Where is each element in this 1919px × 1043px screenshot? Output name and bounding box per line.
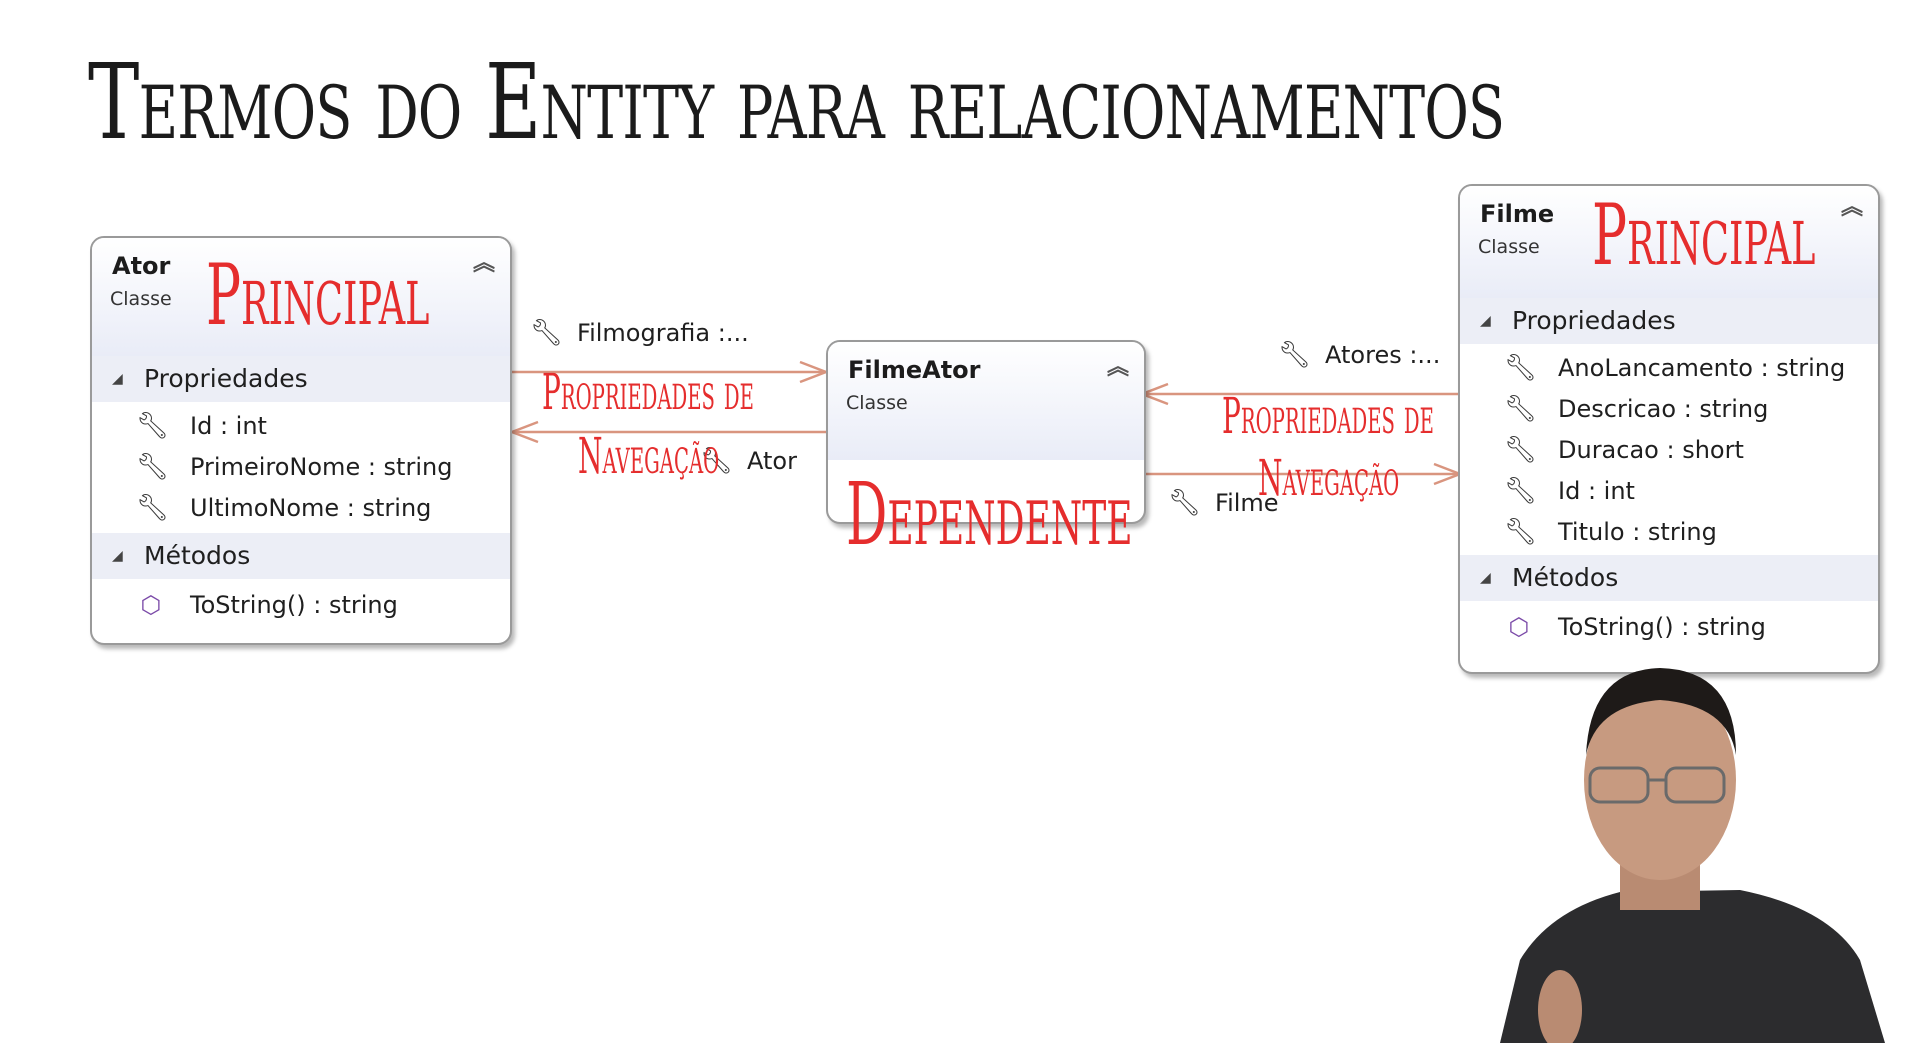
- slide-title: Termos do Entity para relacionamentos: [88, 41, 1505, 163]
- triangle-down-icon[interactable]: ◢: [1480, 570, 1491, 586]
- property-item[interactable]: 🔧︎ Descricao : string: [1460, 389, 1878, 430]
- section-methods-ator[interactable]: ◢ Métodos: [92, 533, 510, 579]
- class-name-ator: Ator: [112, 252, 171, 280]
- wrench-icon: 🔧︎: [136, 411, 170, 441]
- class-box-ator[interactable]: Ator Classe ︽ ◢ Propriedades 🔧︎ Id : int…: [90, 236, 512, 645]
- wrench-icon: 🔧︎: [1168, 488, 1202, 518]
- annotation-nav-right-line1: Propriedades de: [1222, 387, 1434, 445]
- triangle-down-icon[interactable]: ◢: [1480, 313, 1491, 329]
- presenter-shirt: [1500, 890, 1885, 1043]
- association-label-filmografia[interactable]: 🔧︎ Filmografia :...: [530, 318, 749, 348]
- association-text: Filme: [1215, 489, 1279, 517]
- double-chevron-up-icon[interactable]: ︽: [472, 251, 495, 276]
- presenter-hand: [1538, 970, 1582, 1043]
- wrench-icon: 🔧︎: [1504, 435, 1538, 465]
- property-item[interactable]: 🔧︎ AnoLancamento : string: [1460, 348, 1878, 389]
- section-label: Propriedades: [1512, 306, 1676, 335]
- property-label: Descricao : string: [1558, 395, 1769, 423]
- association-label-atores[interactable]: 🔧︎ Atores :...: [1278, 340, 1440, 370]
- wrench-icon: 🔧︎: [1504, 517, 1538, 547]
- property-item[interactable]: 🔧︎ Id : int: [1460, 471, 1878, 512]
- class-header-filme-ator[interactable]: FilmeAtor Classe ︽: [828, 342, 1144, 460]
- property-item[interactable]: 🔧︎ PrimeiroNome : string: [92, 447, 510, 488]
- class-name-filme-ator: FilmeAtor: [848, 356, 981, 384]
- annotation-dependente: Dependente: [846, 465, 1133, 565]
- class-kind-ator: Classe: [110, 288, 172, 310]
- annotation-nav-right-line2: Navegação: [1258, 449, 1400, 507]
- class-box-filme-ator[interactable]: FilmeAtor Classe ︽: [826, 340, 1146, 524]
- property-item[interactable]: 🔧︎ Titulo : string: [1460, 512, 1878, 553]
- association-label-ator[interactable]: 🔧︎ Ator: [700, 446, 797, 476]
- section-methods-filme[interactable]: ◢ Métodos: [1460, 555, 1878, 601]
- property-label: PrimeiroNome : string: [190, 453, 453, 481]
- glasses-right-lens: [1664, 766, 1726, 804]
- wrench-icon: 🔧︎: [530, 318, 564, 348]
- annotation-nav-left-line2: Navegação: [578, 427, 720, 485]
- association-text: Ator: [747, 447, 797, 475]
- class-header-filme[interactable]: Filme Classe ︽: [1460, 186, 1878, 298]
- class-kind-filme-ator: Classe: [846, 392, 908, 414]
- annotation-principal-ator: Principal: [206, 246, 430, 344]
- wrench-icon: 🔧︎: [1504, 353, 1538, 383]
- class-box-filme[interactable]: Filme Classe ︽ ◢ Propriedades 🔧︎ AnoLanc…: [1458, 184, 1880, 674]
- property-item[interactable]: 🔧︎ UltimoNome : string: [92, 488, 510, 529]
- method-item[interactable]: ⬡ ToString() : string: [92, 585, 510, 626]
- presenter-video: [1500, 668, 1885, 1043]
- cube-icon: ⬡: [140, 591, 162, 619]
- wrench-icon: 🔧︎: [1504, 476, 1538, 506]
- property-label: Duracao : short: [1558, 436, 1744, 464]
- property-item[interactable]: 🔧︎ Duracao : short: [1460, 430, 1878, 471]
- method-label: ToString() : string: [190, 591, 398, 619]
- section-label: Métodos: [144, 541, 251, 570]
- association-label-filme[interactable]: 🔧︎ Filme: [1168, 488, 1279, 518]
- method-label: ToString() : string: [1558, 613, 1766, 641]
- wrench-icon: 🔧︎: [700, 446, 734, 476]
- triangle-down-icon[interactable]: ◢: [112, 371, 123, 387]
- class-name-filme: Filme: [1480, 200, 1555, 228]
- property-label: Id : int: [190, 412, 267, 440]
- wrench-icon: 🔧︎: [1278, 340, 1312, 370]
- method-item[interactable]: ⬡ ToString() : string: [1460, 607, 1878, 648]
- association-text: Filmografia :...: [577, 319, 749, 347]
- glasses-left-lens: [1588, 766, 1650, 804]
- double-chevron-up-icon[interactable]: ︽: [1106, 355, 1129, 380]
- association-text: Atores :...: [1325, 341, 1441, 369]
- triangle-down-icon[interactable]: ◢: [112, 548, 123, 564]
- section-label: Propriedades: [144, 364, 308, 393]
- arrowhead-ator: [508, 420, 539, 444]
- presenter-hair: [1586, 668, 1736, 755]
- property-label: AnoLancamento : string: [1558, 354, 1846, 382]
- section-properties-ator[interactable]: ◢ Propriedades: [92, 356, 510, 402]
- property-item[interactable]: 🔧︎ Id : int: [92, 406, 510, 447]
- class-header-ator[interactable]: Ator Classe ︽: [92, 238, 510, 356]
- property-label: UltimoNome : string: [190, 494, 432, 522]
- double-chevron-up-icon[interactable]: ︽: [1840, 195, 1863, 220]
- property-label: Id : int: [1558, 477, 1635, 505]
- wrench-icon: 🔧︎: [1504, 394, 1538, 424]
- annotation-principal-filme: Principal: [1592, 186, 1816, 284]
- annotation-nav-left-line1: Propriedades de: [542, 363, 754, 421]
- property-label: Titulo : string: [1558, 518, 1717, 546]
- class-kind-filme: Classe: [1478, 236, 1540, 258]
- section-label: Métodos: [1512, 563, 1619, 592]
- wrench-icon: 🔧︎: [136, 452, 170, 482]
- section-properties-filme[interactable]: ◢ Propriedades: [1460, 298, 1878, 344]
- cube-icon: ⬡: [1508, 613, 1530, 641]
- wrench-icon: 🔧︎: [136, 493, 170, 523]
